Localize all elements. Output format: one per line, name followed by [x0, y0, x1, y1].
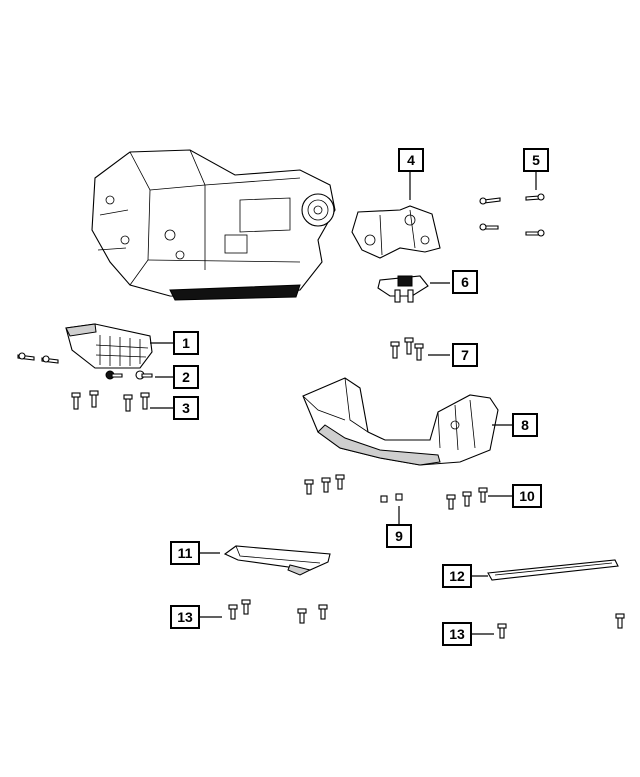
part-11-skid-plate: [223, 545, 331, 576]
callout-2: 2: [173, 365, 199, 389]
part-13-bolts-right: [497, 613, 625, 639]
callout-7: 7: [452, 343, 478, 367]
callout-6: 6: [452, 270, 478, 294]
part-1-bolts: [17, 352, 59, 364]
callout-5: 5: [523, 148, 549, 172]
part-2-bolts: [105, 370, 153, 380]
callout-10: 10: [512, 484, 542, 508]
part-4-mount: [351, 205, 441, 259]
callout-13-left: 13: [170, 605, 200, 629]
part-6-isolator: [377, 275, 429, 303]
part-5-bolts: [479, 193, 545, 237]
part-9-nuts: [380, 493, 403, 503]
callout-8: 8: [512, 413, 538, 437]
part-3-bolts: [71, 390, 150, 412]
part-7-bolts: [390, 337, 424, 361]
callout-1: 1: [173, 331, 199, 355]
leader-lines: [150, 172, 537, 635]
part-1-cover: [65, 323, 153, 369]
part-13-bolts-left: [228, 599, 328, 624]
transmission-assembly: [91, 149, 336, 301]
part-10-bolts: [446, 487, 488, 510]
callout-4: 4: [398, 148, 424, 172]
part-8-bolts: [304, 474, 345, 495]
callout-11: 11: [170, 541, 200, 565]
part-8-crossmember: [302, 377, 499, 466]
callout-13-right: 13: [442, 622, 472, 646]
callout-9: 9: [386, 524, 412, 548]
callout-12: 12: [442, 564, 472, 588]
part-12-strip: [487, 559, 619, 581]
callout-3: 3: [173, 396, 199, 420]
